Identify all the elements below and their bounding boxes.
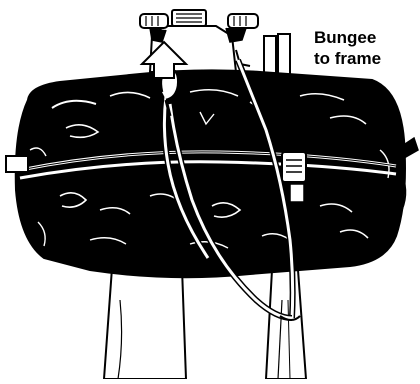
left-knob [139, 13, 169, 43]
bungee-callout: Bungee to frame [314, 27, 420, 69]
callout-line-1: Bungee [314, 28, 377, 47]
stuff-sack [14, 69, 406, 279]
buckle-icon [281, 151, 307, 203]
drawcord-toggle [395, 136, 419, 211]
up-arrow-icon [139, 40, 189, 79]
compression-strap [5, 150, 397, 180]
frame-post-left [102, 267, 188, 380]
bungee-cord [161, 58, 301, 321]
callout-line-2: to frame [314, 49, 382, 68]
frame-post-right [264, 269, 308, 380]
right-knob [225, 13, 259, 43]
